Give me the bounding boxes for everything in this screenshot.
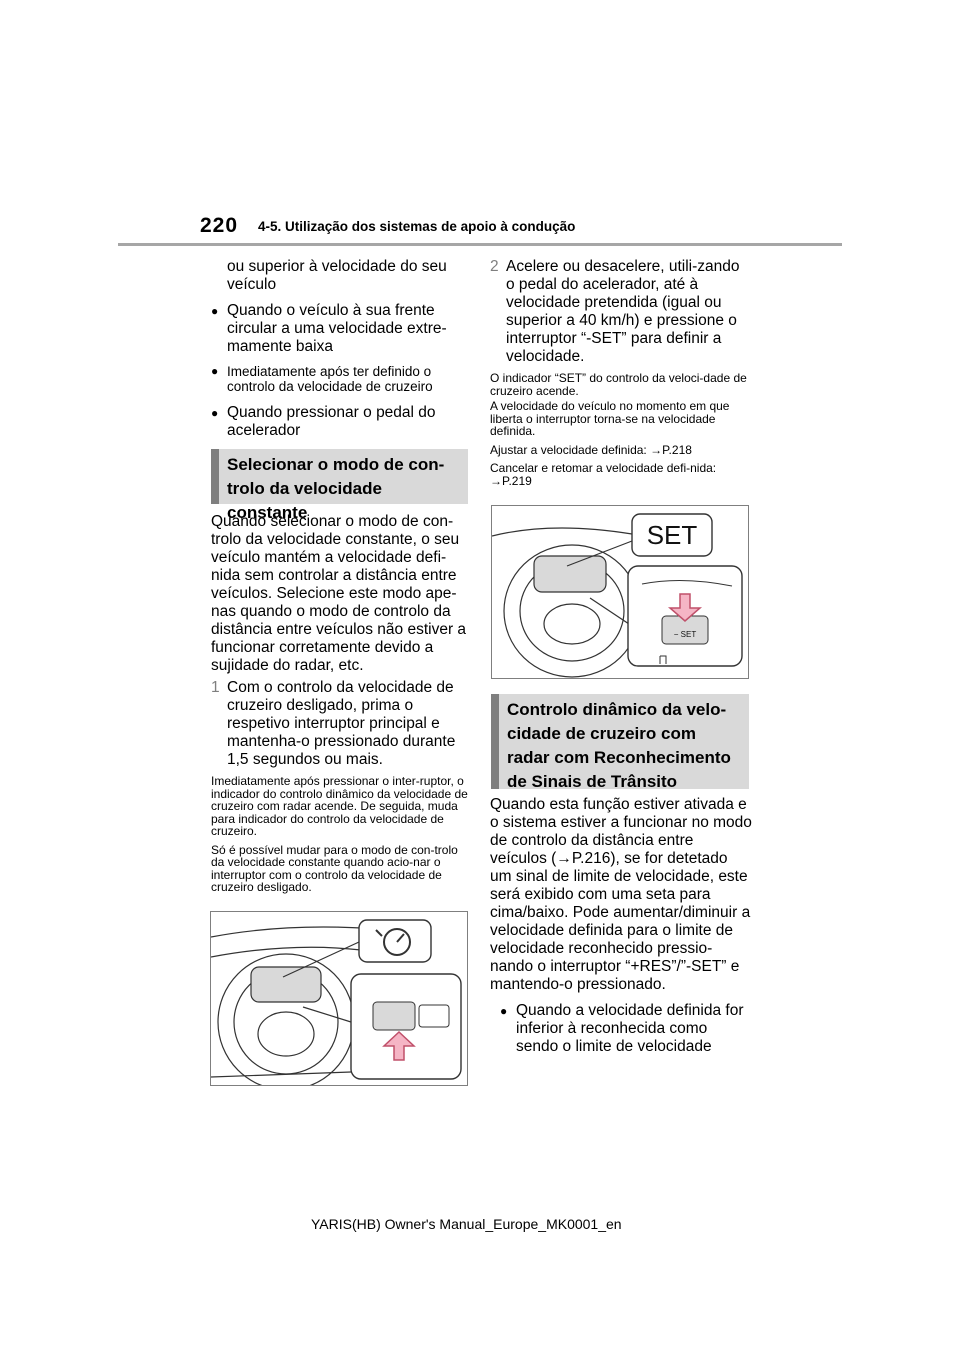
cross-reference: Ajustar a velocidade definida: →P.218 [490,442,692,457]
bullet-item: ● Imediatamente após ter definido o cont… [211,364,469,394]
step-text: Acelere ou desacelere, utili-zando o ped… [506,258,740,365]
step-item: 1 Com o controlo da velocidade de cruzei… [211,679,469,769]
note-text: A velocidade do veículo no momento em qu… [490,399,730,438]
bullet-item: ● Quando o veículo à sua frente circular… [211,302,469,356]
bullet-icon: ● [211,406,219,420]
bullet-text: Imediatamente após ter definido o contro… [227,364,433,394]
bullet-text: Quando pressionar o pedal do acelerador [227,404,436,439]
header-rule [118,243,842,246]
step-item: 2 Acelere ou desacelere, utili-zando o p… [490,258,750,366]
bullet-text: Quando a velocidade definida for inferio… [516,1002,744,1055]
steering-wheel-illustration [210,919,462,1091]
bullet-item: ● Quando pressionar o pedal do acelerado… [211,404,469,440]
description-paragraph: Quando esta função estiver ativada e o s… [490,796,752,993]
note-text: O indicador “SET” do controlo da veloci-… [490,371,747,398]
bullet-text: Quando o veículo à sua frente circular a… [227,302,447,355]
section-heading-traffic-sign-recognition: Controlo dinâmico da velo-cidade de cruz… [491,694,749,791]
bullet-icon: ● [211,304,219,318]
switch-label: − SET [674,630,697,639]
steering-wheel-main-switch-figure [210,911,468,1091]
footer-text: YARIS(HB) Owner's Manual_Europe_MK0001_e… [311,1216,622,1232]
section-heading-constant-speed: Selecionar o modo de con-trolo da veloci… [211,449,468,522]
set-label: SET [647,520,698,550]
steering-wheel-set-switch-figure: SET − SET [491,505,749,679]
bullet-icon: ● [500,1004,508,1018]
step-number: 1 [211,679,220,696]
left-column-body: Quando selecionar o modo de con-trolo da… [211,513,469,894]
steering-wheel-illustration: SET − SET [491,513,743,678]
intro-paragraph: Quando selecionar o modo de con-trolo da… [211,513,467,674]
bullet-icon: ● [211,364,219,378]
step-number: 2 [490,258,499,275]
left-column-top: ou superior à velocidade do seu veículo … [211,258,469,440]
note-text: Só é possível mudar para o modo de con-t… [211,842,458,894]
right-column-top: 2 Acelere ou desacelere, utili-zando o p… [490,258,750,487]
step-text: Com o controlo da velocidade de cruzeiro… [227,679,456,768]
continued-line: ou superior à velocidade do seu veículo [227,258,447,293]
page-number: 220 [200,214,239,237]
note-text: Imediatamente após pressionar o inter-ru… [211,774,468,838]
chapter-title: 4-5. Utilização dos sistemas de apoio à … [258,219,576,234]
bullet-item: ● Quando a velocidade definida for infer… [490,1002,752,1056]
cross-reference: Cancelar e retomar a velocidade defi-nid… [490,461,717,488]
right-column-body: Quando esta função estiver ativada e o s… [490,796,752,1056]
